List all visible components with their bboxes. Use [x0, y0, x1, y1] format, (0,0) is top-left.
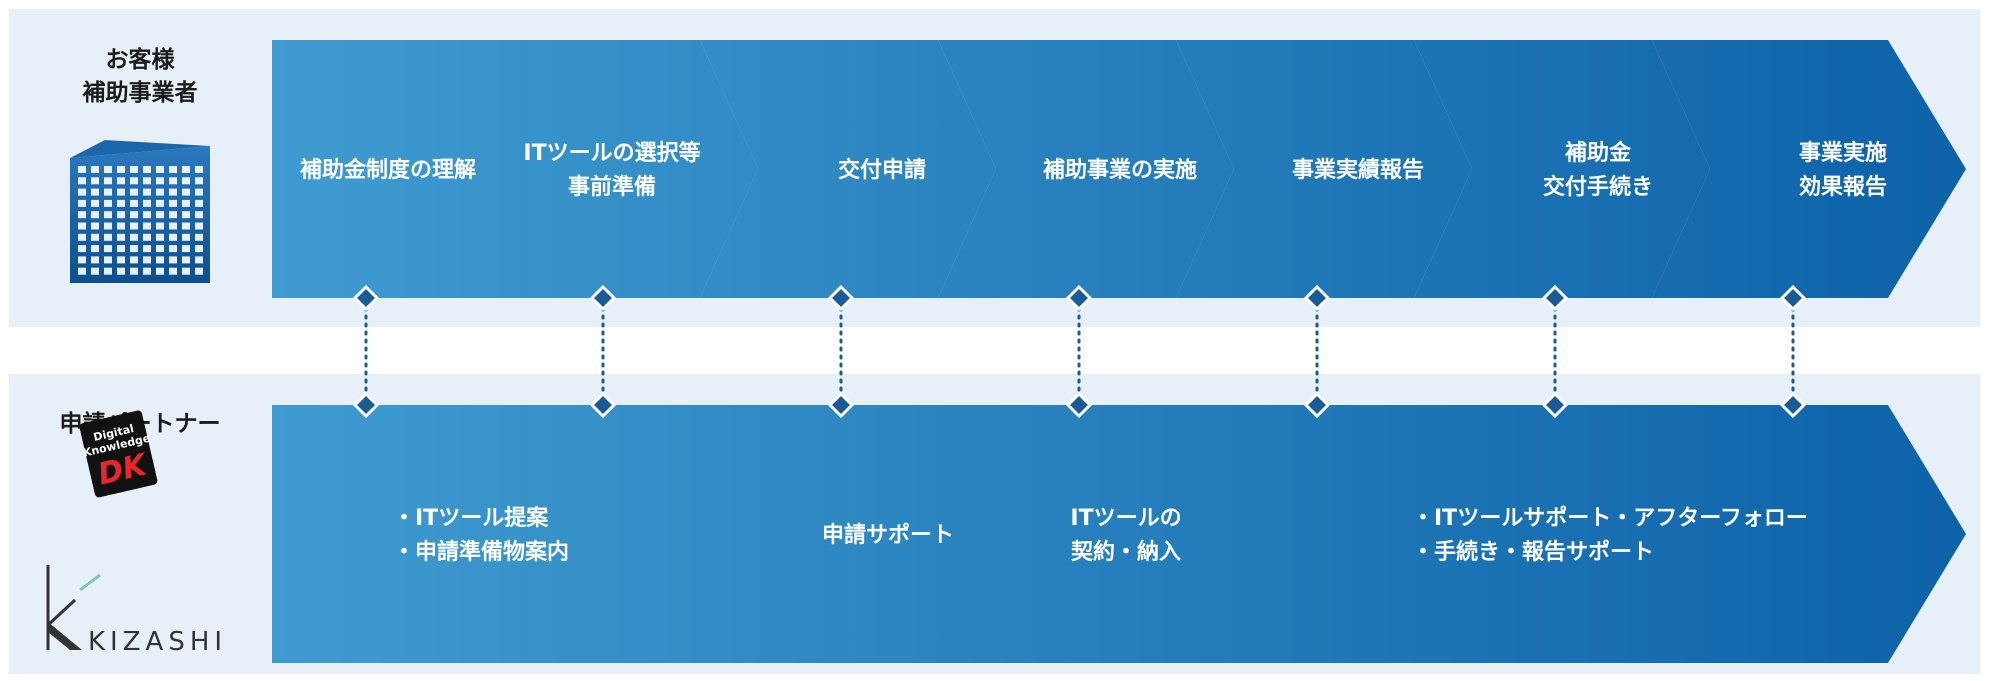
top-step-label-2-line-2: 事前準備 — [568, 174, 656, 200]
top-step-arrow-6 — [1414, 40, 1710, 298]
top-step-arrows — [272, 40, 1966, 298]
connector-diamond — [1303, 391, 1331, 419]
connector-diamond — [827, 391, 855, 419]
top-step-arrow-5 — [1176, 40, 1472, 298]
connector-diamond — [1303, 284, 1331, 312]
bottom-step-arrow-1 — [272, 405, 776, 663]
connector-diamond — [1065, 391, 1093, 419]
kizashi-logo-text: KIZASHI — [88, 627, 227, 657]
connector-diamond — [352, 284, 380, 312]
connector-diamond — [589, 284, 617, 312]
top-step-label-1-line-1: 補助金制度の理解 — [299, 157, 476, 183]
connector-diamond — [827, 284, 855, 312]
connector-diamond — [1779, 391, 1807, 419]
top-step-label-7-line-2: 効果報告 — [1799, 174, 1887, 200]
top-step-label-3-line-1: 交付申請 — [838, 157, 926, 183]
connector-diamond — [1065, 284, 1093, 312]
top-step-arrow-3 — [700, 40, 996, 298]
step-connectors — [352, 284, 1807, 419]
top-step-arrow-4 — [938, 40, 1234, 298]
top-step-label-5-line-1: 事業実績報告 — [1292, 157, 1424, 183]
bottom-step-arrows — [272, 405, 1966, 663]
connector-diamond — [352, 391, 380, 419]
customer-label-line2: 補助事業者 — [82, 80, 198, 106]
top-step-label-2-line-1: ITツールの選択等 — [523, 140, 700, 166]
bottom-step-arrow-2 — [700, 405, 1014, 663]
bottom-step-label-1-line-1: ・ITツール提案 — [393, 505, 549, 531]
top-step-arrow-2 — [462, 40, 758, 298]
top-step-arrow-7 — [1652, 40, 1966, 298]
bottom-step-label-3-line-1: ITツールの — [1070, 506, 1181, 531]
bottom-step-label-3-line-2: 契約・納入 — [1070, 539, 1181, 565]
bottom-step-label-4-line-2: ・手続き・報告サポート — [1412, 539, 1654, 565]
bottom-step-label-2-line-1: 申請サポート — [822, 522, 954, 548]
top-step-arrow-1 — [272, 40, 532, 298]
customer-label-line1: お客様 — [105, 47, 175, 73]
top-step-label-4-line-1: 補助事業の実施 — [1042, 157, 1197, 183]
bottom-step-label-1-line-2: ・申請準備物案内 — [393, 539, 569, 565]
bottom-step-arrow-3 — [938, 405, 1252, 663]
office-building-icon — [70, 140, 210, 283]
digital-knowledge-logo: Digital Knowledge DK — [79, 410, 158, 498]
top-step-label-6-line-2: 交付手続き — [1543, 174, 1653, 200]
top-step-label-7-line-1: 事業実施 — [1799, 140, 1887, 166]
kizashi-logo: KIZASHI — [46, 565, 227, 657]
bottom-step-arrow-4 — [1176, 405, 1966, 663]
connector-diamond — [589, 391, 617, 419]
connector-diamond — [1541, 284, 1569, 312]
customer-label: お客様 補助事業者 — [55, 44, 225, 110]
bottom-step-label-4-line-1: ・ITツールサポート・アフターフォロー — [1412, 505, 1808, 531]
connector-diamond — [1779, 284, 1807, 312]
connector-diamond — [1541, 391, 1569, 419]
top-step-label-6-line-1: 補助金 — [1564, 140, 1632, 166]
